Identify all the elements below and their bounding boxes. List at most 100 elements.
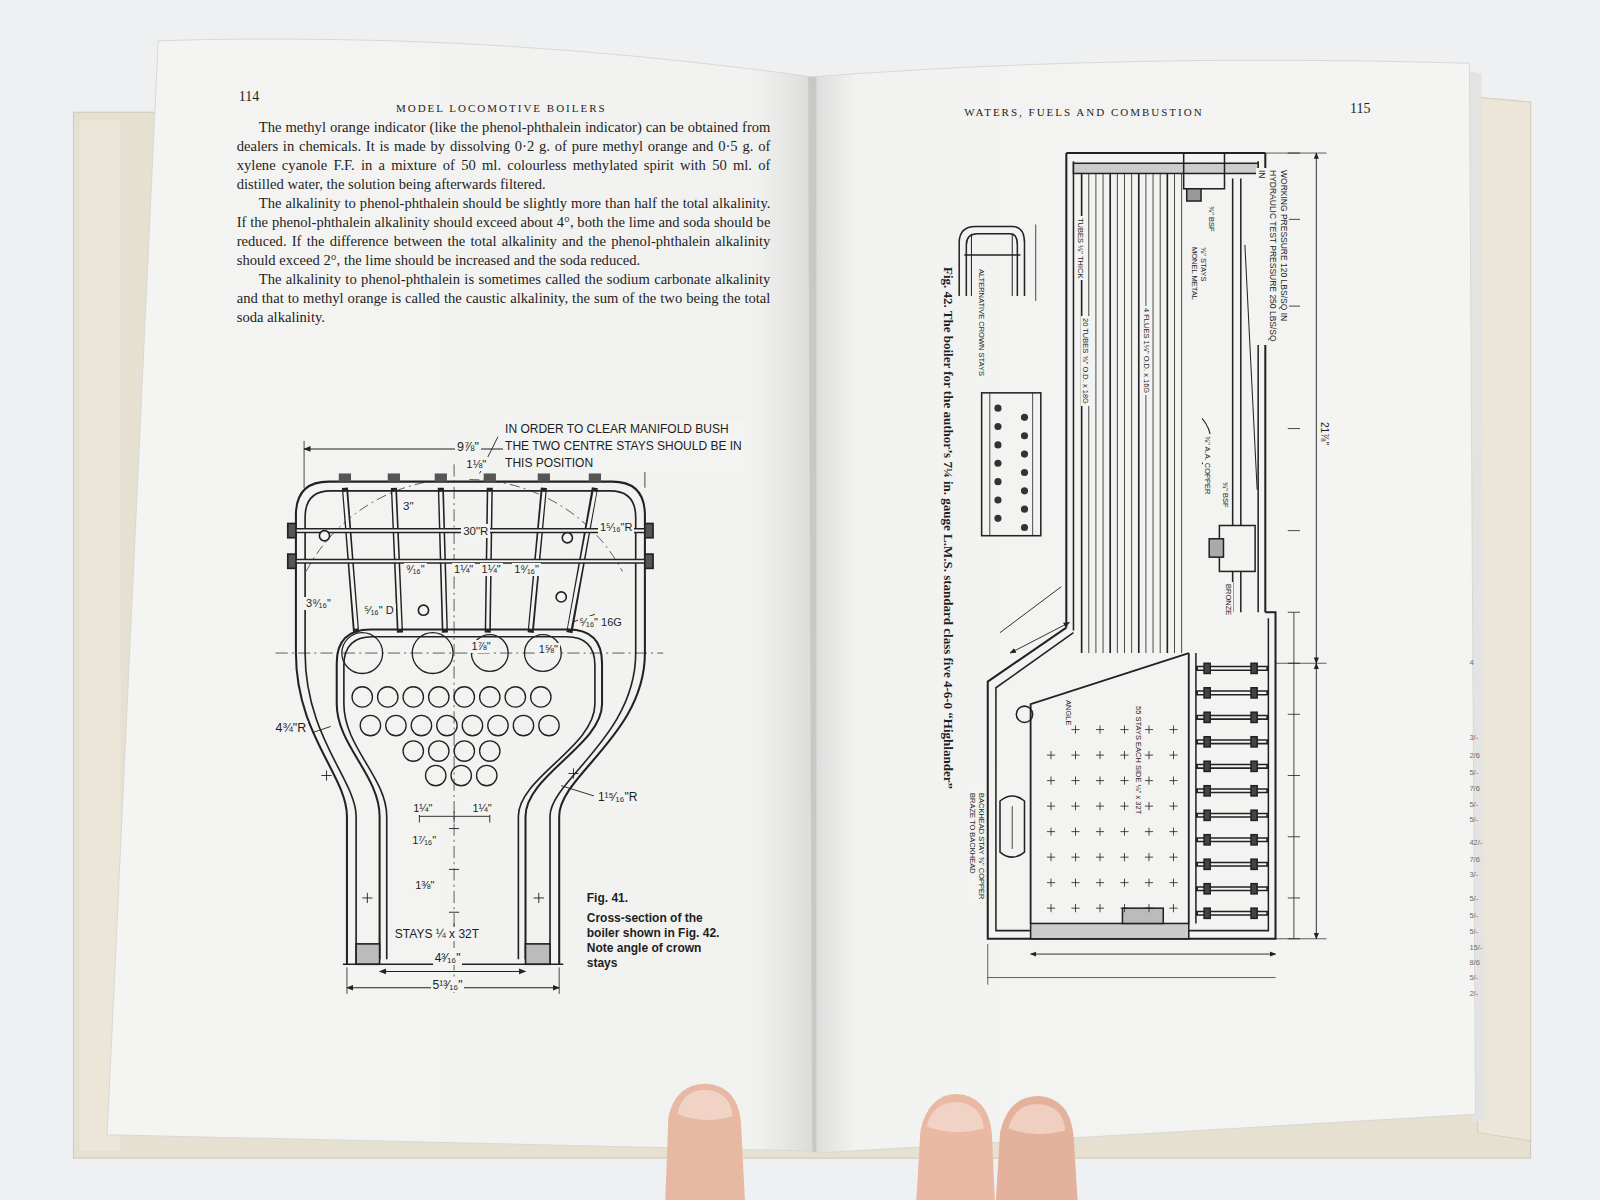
label-slot: 5/-: [1469, 800, 1478, 809]
label-slot: 1¼": [470, 802, 493, 815]
drawn-block: [1204, 688, 1210, 698]
label-slot: Cross-section of the boiler shown in Fig…: [587, 911, 730, 971]
label-slot: 5¹³⁄₁₆": [431, 978, 465, 992]
drawn-circle: [994, 496, 1001, 503]
drawn-line: [1288, 428, 1300, 429]
drawn-line: [816, 60, 1475, 1153]
drawn-block: [388, 473, 400, 481]
drawn-line: [1047, 828, 1055, 836]
drawn-circle: [386, 715, 406, 735]
drawn-line: [996, 618, 1268, 930]
dimension-label: 3": [401, 499, 415, 513]
fingers: [665, 1084, 1077, 1200]
dimension-label: 21⅞": [1318, 420, 1330, 447]
drawn-line: [1031, 653, 1189, 923]
drawn-line: [665, 1084, 745, 1200]
drawn-circle: [480, 687, 500, 707]
drawn-line: [362, 893, 372, 903]
drawn-line: [1071, 904, 1079, 912]
label-slot: 4: [1469, 658, 1473, 667]
running-head: MODEL LOCOMOTIVE BOILERS: [396, 102, 607, 115]
label-slot: 4¾"R: [273, 721, 308, 736]
drawn-line: [1288, 663, 1300, 664]
drawn-circle: [454, 687, 474, 707]
drawing-note: 20 TUBES ⅝" O.D. x 18G: [1081, 316, 1090, 406]
drawn-line: [1288, 530, 1300, 531]
dimension-label: ⁵⁄₁₆" 16G: [578, 616, 624, 629]
drawn-line: [1096, 904, 1104, 912]
drawn-block: [1204, 737, 1210, 747]
drawn-line: [1109, 173, 1111, 653]
label-slot: ⁹⁄₁₆": [404, 563, 427, 576]
drawn-block: [1251, 663, 1257, 673]
label-slot: 1⅛": [464, 457, 488, 471]
drawn-line: [1047, 853, 1055, 861]
drawn-circle: [342, 633, 383, 674]
dimension-label: 1⅞": [469, 640, 492, 653]
drawn-line: [1145, 726, 1153, 734]
label-slot: 5/-: [1469, 973, 1478, 982]
label-slot: 7/6: [1469, 784, 1479, 793]
drawn-line: [1169, 751, 1177, 759]
drawn-circle: [556, 592, 566, 602]
drawn-block: [288, 554, 296, 568]
drawn-block: [589, 473, 601, 481]
label-slot: 42/-: [1469, 838, 1482, 847]
pencil-price: 5/-: [1469, 894, 1478, 903]
drawn-line: [1316, 153, 1317, 663]
drawn-line: [959, 227, 1024, 296]
pencil-price: 7/6: [1469, 855, 1479, 864]
pencil-price: 5/-: [1469, 768, 1478, 777]
body-paragraph: The alkalinity to phenol-phthalein shoul…: [237, 194, 771, 270]
drawn-circle: [1021, 432, 1028, 439]
dimension-label: 1¼": [480, 563, 503, 576]
drawn-block: [526, 944, 550, 964]
label-slot: 5/-: [1469, 927, 1478, 936]
label-slot: MODEL LOCOMOTIVE BOILERS: [396, 102, 607, 115]
drawn-line: [1145, 853, 1153, 861]
drawn-block: [1184, 153, 1225, 189]
drawn-line: [1169, 904, 1177, 912]
drawn-line: [1035, 224, 1036, 301]
dimension-label: 3⁹⁄₁₆": [304, 597, 333, 610]
drawn-circle: [480, 741, 500, 761]
drawn-line: [559, 967, 560, 994]
drawn-line: [1071, 751, 1079, 759]
label-slot: 30"R: [461, 524, 490, 538]
page-number: 115: [1350, 100, 1370, 117]
drawing-note: TUBES ⅛" THICK: [1076, 216, 1085, 280]
drawn-line: [1145, 173, 1146, 653]
body-paragraph: The methyl orange indicator (like the ph…: [237, 118, 771, 194]
drawn-circle: [513, 715, 533, 735]
label-slot: 1⁷⁄₁₆": [410, 834, 438, 847]
label-slot: 1⅞": [469, 640, 492, 653]
drawn-line: [1031, 954, 1276, 955]
dimension-label: 1¹⁵⁄₁₆"R: [596, 790, 639, 804]
drawn-line: [1188, 653, 1190, 923]
label-slot: 7/6: [1469, 855, 1479, 864]
drawn-line: [1103, 173, 1104, 653]
pencil-price: 5/-: [1469, 973, 1478, 982]
drawn-line: [344, 637, 595, 959]
drawn-block: [1073, 163, 1258, 173]
drawn-line: [1276, 663, 1327, 664]
label-slot: ⁵⁄₁₆" D: [362, 604, 395, 617]
drawn-block: [1122, 908, 1163, 923]
pencil-price: 5/-: [1469, 800, 1478, 809]
drawn-circle: [454, 741, 474, 761]
drawn-line: [534, 893, 544, 903]
drawn-line: [454, 464, 455, 995]
drawn-line: [1169, 777, 1177, 785]
label-slot: 1⅜": [413, 879, 436, 892]
label-slot: STAYS ¼ x 32T: [393, 927, 481, 941]
drawn-circle: [539, 715, 559, 735]
drawn-block: [1251, 712, 1257, 722]
drawn-line: [994, 153, 1300, 939]
drawn-block: [1251, 810, 1257, 820]
drawing-note: WORKING PRESSURE 120 LBS/SQ IN HYDRAULIC…: [1256, 168, 1289, 345]
drawn-line: [449, 828, 459, 829]
label-slot: BRONZE: [1233, 582, 1268, 591]
drawn-circle: [994, 405, 1001, 412]
drawn-block: [1187, 189, 1201, 201]
drawn-line: [1008, 1104, 1065, 1134]
